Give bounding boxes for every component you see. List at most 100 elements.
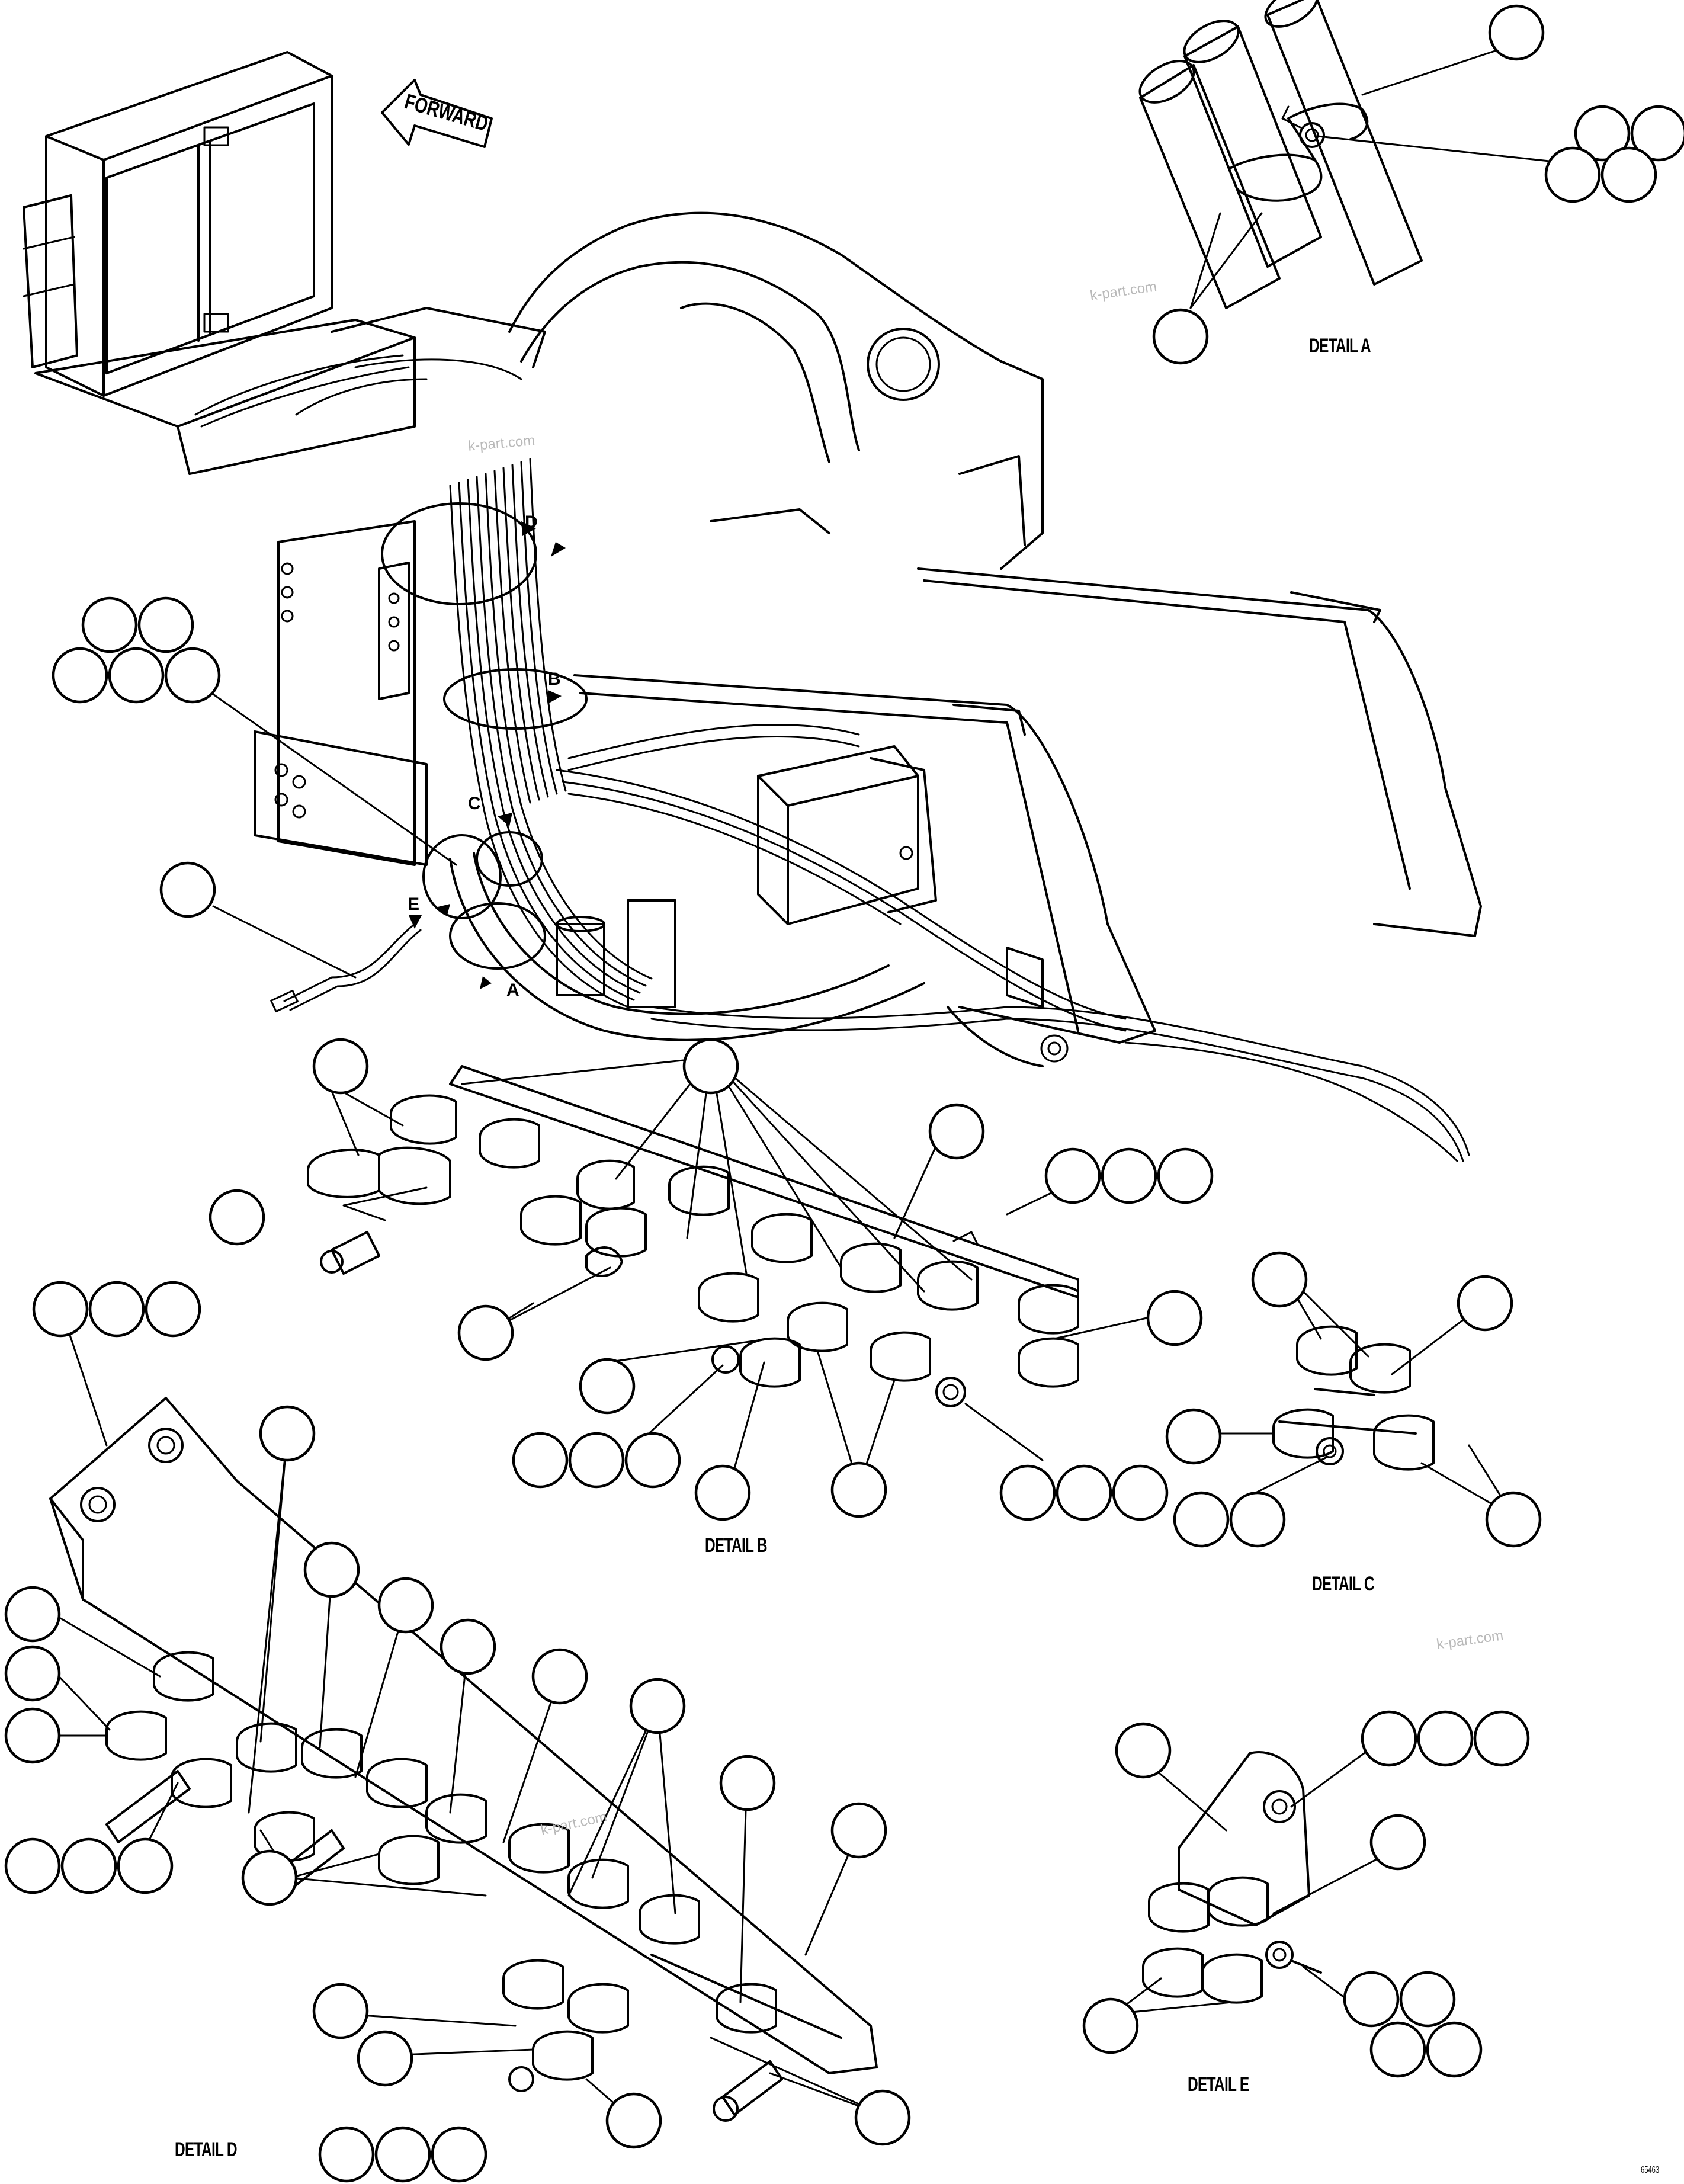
callout-balloon: [928, 1103, 985, 1160]
detail-a-drawing: [1138, 0, 1423, 309]
callout-balloon: [1600, 146, 1657, 203]
detail-d-title: DETAIL D: [175, 2138, 238, 2161]
callout-balloon: [4, 1707, 61, 1764]
callout-balloon: [4, 1586, 61, 1643]
callout-balloon: [629, 1678, 686, 1734]
callout-balloon: [1544, 146, 1601, 203]
callout-balloon: [1361, 1710, 1417, 1767]
callout-balloon: [1574, 105, 1631, 162]
callout-balloon: [1369, 2021, 1426, 2078]
detail-e-drawing: [1142, 1751, 1322, 2004]
callout-balloon: [624, 1432, 681, 1489]
callout-balloon: [318, 2126, 375, 2183]
view-letter-a: A: [506, 980, 519, 1000]
callout-balloon: [531, 1648, 588, 1705]
callout-balloon: [512, 1432, 569, 1489]
callout-balloon: [377, 1577, 434, 1634]
callout-balloon: [1488, 4, 1545, 61]
junction-box: [757, 745, 937, 925]
callout-balloon: [830, 1802, 887, 1859]
callout-balloon: [682, 1038, 739, 1095]
callout-balloon: [241, 1849, 298, 1906]
callout-balloon: [117, 1837, 174, 1894]
leader-lines: [52, 46, 1595, 2122]
detail-b-drawing: [307, 1065, 1079, 1407]
callout-balloon: [1417, 1710, 1474, 1767]
callout-balloon: [60, 1837, 117, 1894]
detail-d-loop: [381, 502, 537, 605]
callout-balloon: [159, 861, 216, 918]
callout-balloon: [440, 1618, 496, 1675]
callout-balloon: [1115, 1722, 1172, 1779]
callout-balloon: [52, 647, 108, 704]
callout-balloon: [137, 596, 194, 653]
callout-balloon: [357, 2030, 413, 2087]
callout-balloon: [1343, 1971, 1400, 2028]
detail-c-drawing: [1272, 1325, 1435, 1471]
callout-balloon: [145, 1281, 201, 1338]
view-letter-d: D: [525, 512, 538, 532]
callout-balloon: [1152, 308, 1209, 365]
callout-balloon: [579, 1358, 636, 1415]
detail-c-loop: [422, 834, 502, 919]
callout-balloon: [854, 2089, 911, 2146]
detail-callout-loops: [381, 502, 588, 989]
callout-balloon: [1473, 1710, 1530, 1767]
detail-a-title: DETAIL A: [1309, 335, 1371, 357]
callout-balloon: [1165, 1408, 1222, 1465]
detail-c2-loop: [476, 831, 543, 887]
callout-balloon: [209, 1189, 265, 1246]
callout-balloon: [457, 1304, 514, 1361]
detail-c-title: DETAIL C: [1312, 1573, 1375, 1595]
callout-balloon: [1369, 1814, 1426, 1871]
callout-balloon: [1485, 1491, 1542, 1548]
left-mount-bracket: [254, 520, 428, 866]
callout-balloon: [1251, 1251, 1308, 1308]
callout-balloon: [719, 1755, 776, 1811]
callout-balloon: [164, 647, 221, 704]
callout-balloon: [1082, 1997, 1139, 2054]
detail-d-drawing: [49, 1397, 878, 2122]
callout-balloon: [374, 2126, 431, 2183]
view-letter-e: E: [408, 894, 420, 914]
callout-balloon: [605, 2092, 662, 2149]
callout-balloon: [1056, 1464, 1112, 1521]
detail-b-title: DETAIL B: [705, 1534, 768, 1557]
callout-balloon: [88, 1281, 145, 1338]
callout-balloon: [431, 2126, 487, 2183]
callout-balloon: [1399, 1971, 1456, 2028]
callout-balloon: [1229, 1491, 1286, 1548]
detail-e-title: DETAIL E: [1188, 2073, 1249, 2096]
callout-balloon: [303, 1541, 360, 1598]
callout-balloon: [1457, 1275, 1513, 1332]
arched-frame: [449, 211, 1482, 1067]
callout-balloon: [1112, 1464, 1169, 1521]
hose-bundle: [270, 458, 1470, 1162]
detail-b-loop: [443, 668, 588, 730]
callout-balloon: [694, 1464, 751, 1521]
callout-balloon: [108, 647, 165, 704]
callout-balloon: [312, 1983, 369, 2039]
control-cabinet: [23, 51, 546, 475]
callout-balloon: [4, 1837, 61, 1894]
main-assembly: [23, 51, 1482, 1162]
callout-balloon: [32, 1281, 89, 1338]
callout-balloon: [1157, 1147, 1214, 1204]
callout-balloon: [1044, 1147, 1101, 1204]
callout-balloon: [1101, 1147, 1157, 1204]
callout-balloon: [1173, 1491, 1230, 1548]
figure-code: 65463: [1641, 2165, 1660, 2175]
callout-balloon: [1146, 1290, 1203, 1346]
callout-balloon: [568, 1432, 625, 1489]
callout-balloon: [999, 1464, 1056, 1521]
callout-balloon: [1630, 105, 1684, 162]
callout-balloon: [81, 596, 138, 653]
callout-balloon: [830, 1461, 887, 1518]
callout-balloon: [4, 1645, 61, 1702]
callout-balloon: [312, 1038, 369, 1095]
view-letter-b: B: [548, 669, 561, 689]
forward-arrow-icon: [381, 79, 493, 148]
view-letter-c: C: [468, 794, 481, 813]
lower-cylinder: [556, 899, 1069, 1063]
